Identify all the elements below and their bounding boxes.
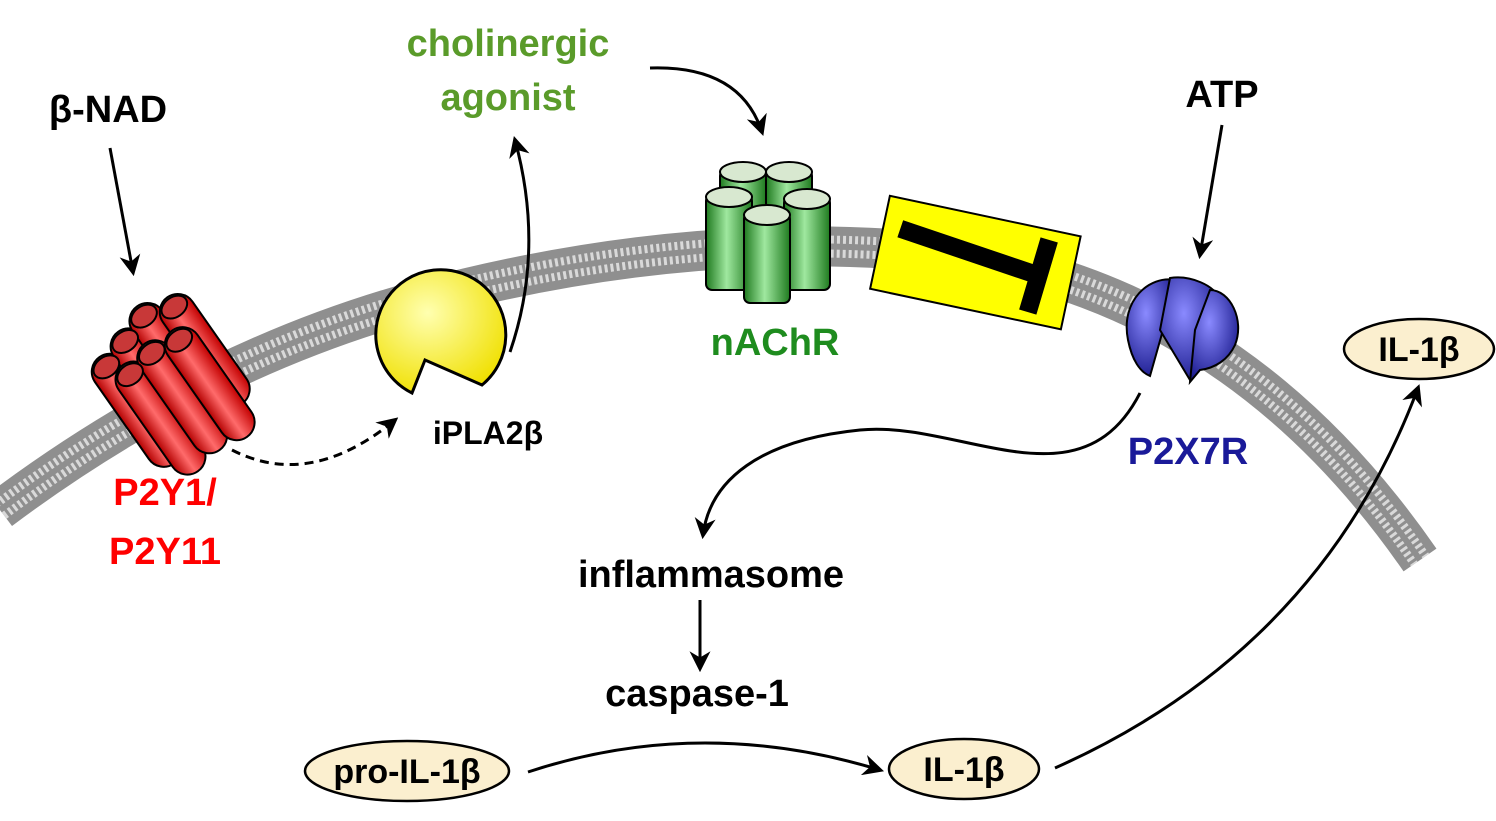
arrow-pro-to-il1b [527,741,885,776]
label-atp: ATP [1185,74,1258,116]
il1b-outer-ellipse [1342,317,1496,381]
arrow-agonist-to-nachr [649,66,767,136]
arrow-il1b-to-outside [1054,384,1422,770]
ipla-enzyme-icon [374,268,508,396]
arrow-p2y-to-ipla [231,417,399,467]
label-nachr: nAChR [711,322,840,364]
p2x7-receptor-icon [1125,276,1240,386]
arrow-ipla-to-agonist [508,135,531,353]
p2y-receptor-icon [90,292,256,476]
label-p2y-line2: P2Y11 [109,531,221,573]
label-p2y-line1: P2Y1/ [113,472,217,514]
label-cholinergic-line1: cholinergic [407,23,610,65]
inhibition-t-bar-icon [868,194,1082,331]
label-ipla2b: iPLA2β [433,415,543,451]
label-inflammasome: inflammasome [578,554,844,596]
arrow-atp-to-p2x7r [1192,124,1224,260]
il1b-inner-ellipse [887,737,1041,801]
pro-il1b-ellipse [303,739,511,803]
nachr-receptor-icon [705,161,831,304]
label-il1b-inner: IL-1β [923,751,1004,789]
pathway-arrows [108,66,1422,776]
label-pro-il1b: pro-IL-1β [333,753,480,791]
arrow-bnad-to-p2y [108,147,141,277]
label-p2x7r: P2X7R [1128,431,1248,473]
label-beta-nad: β-NAD [49,89,167,131]
label-il1b-outer: IL-1β [1378,331,1459,369]
label-cholinergic-line2: agonist [440,77,575,119]
arrow-p2x7r-to-inflammasome [694,392,1142,540]
label-caspase: caspase-1 [605,673,789,715]
